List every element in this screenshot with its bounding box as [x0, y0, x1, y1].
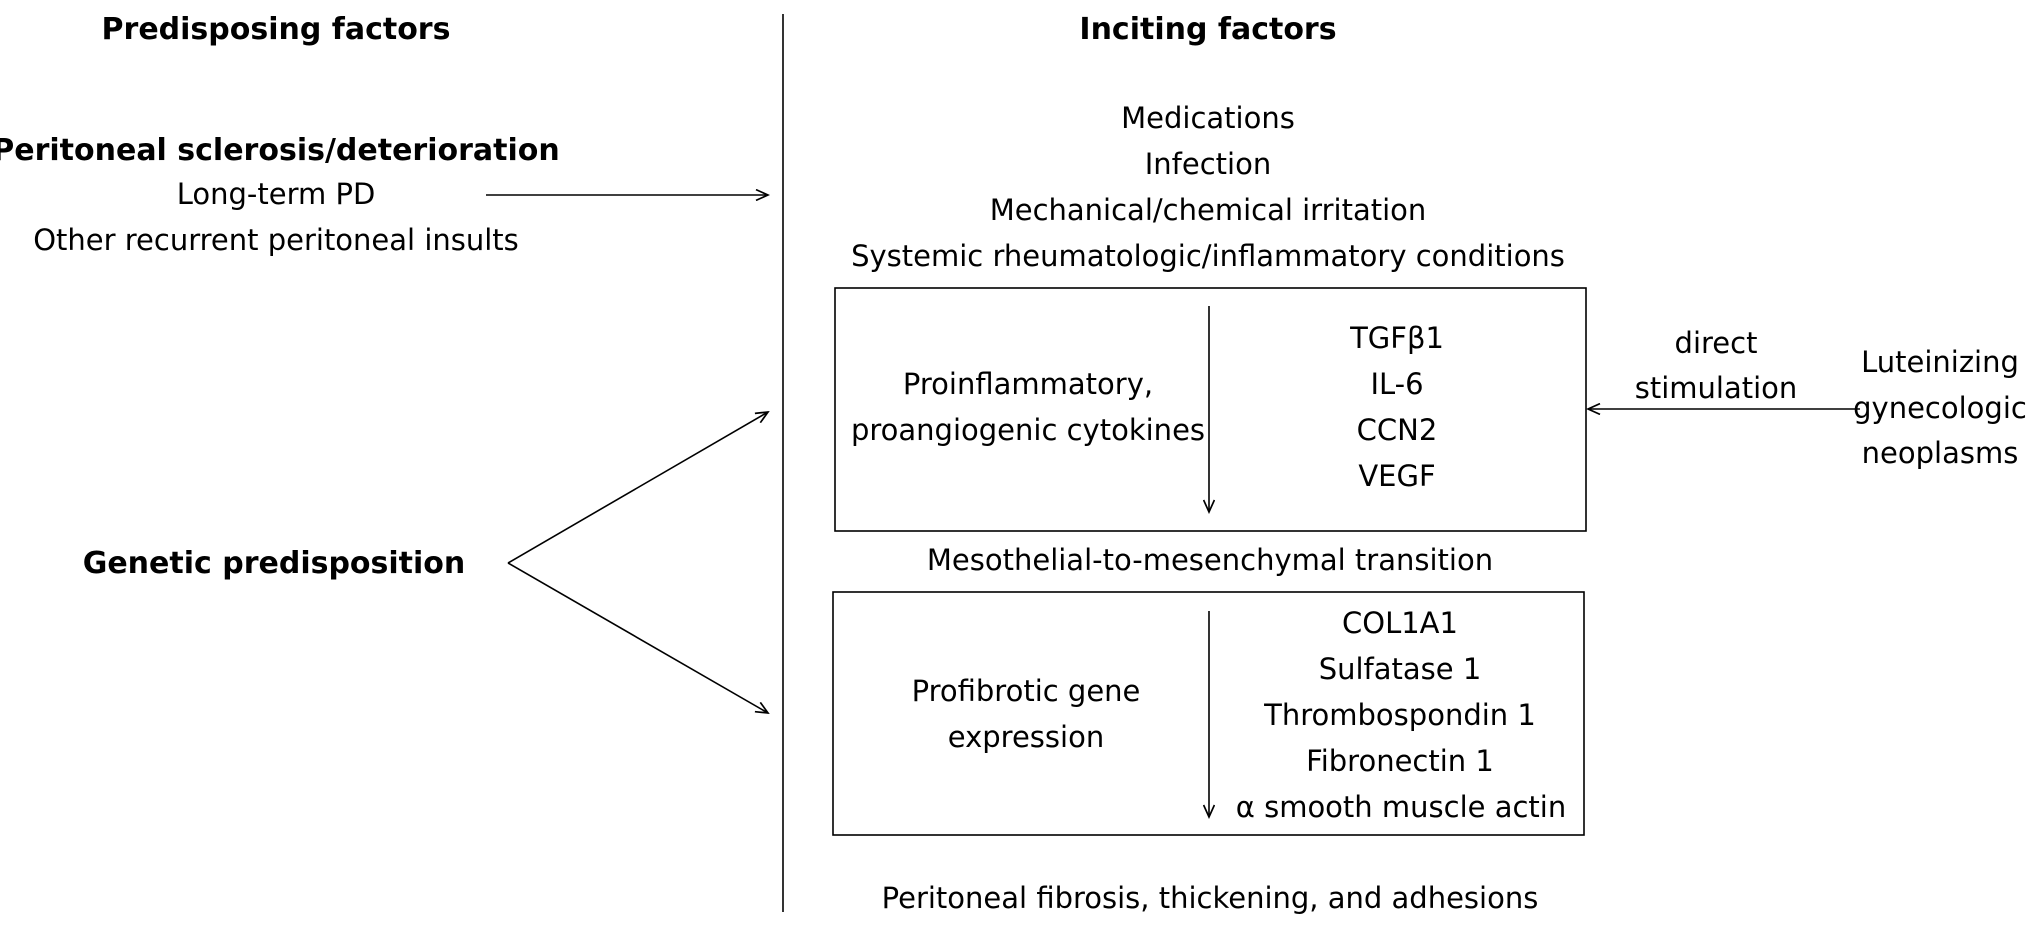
gene-item: Sulfatase 1 — [1319, 652, 1482, 686]
cytokine-item: VEGF — [1358, 459, 1435, 493]
luteinizing-label: gynecologic — [1853, 391, 2027, 425]
gene-item: COL1A1 — [1342, 606, 1458, 640]
emt-label: Mesothelial-to-mesenchymal transition — [927, 543, 1493, 577]
sclerosis-item: Long-term PD — [177, 177, 376, 211]
inciting-item: Medications — [1121, 101, 1295, 135]
cytokine-item: IL-6 — [1370, 367, 1423, 401]
gene-expression-label: expression — [948, 720, 1104, 754]
luteinizing-label: neoplasms — [1862, 436, 2019, 470]
gene-expression-box — [832, 591, 1585, 836]
gene-item: Fibronectin 1 — [1306, 744, 1494, 778]
direct-stimulation-label: stimulation — [1635, 371, 1798, 405]
gene-item: Thrombospondin 1 — [1263, 698, 1536, 732]
outcome-label: Peritoneal fibrosis, thickening, and adh… — [882, 881, 1539, 915]
cytokine-item: CCN2 — [1357, 413, 1438, 447]
sclerosis-title: Peritoneal sclerosis/deterioration — [0, 133, 560, 168]
cytokines-label: Proinflammatory, — [903, 367, 1153, 401]
cytokines-box — [834, 287, 1587, 532]
cytokines-label: proangiogenic cytokines — [851, 413, 1205, 447]
heading-predisposing: Predisposing factors — [102, 12, 451, 47]
gene-expression-label: Profibrotic gene — [912, 674, 1141, 708]
luteinizing-label: Luteinizing — [1861, 345, 2019, 379]
heading-inciting: Inciting factors — [1079, 12, 1336, 47]
sclerosis-item: Other recurrent peritoneal insults — [33, 223, 519, 257]
genetic-arrow-lower — [507, 562, 768, 713]
direct-stimulation-label: direct — [1675, 326, 1758, 360]
inciting-item: Systemic rheumatologic/inflammatory cond… — [851, 239, 1565, 273]
genetic-arrow-upper — [507, 412, 768, 564]
cytokine-item: TGFβ1 — [1349, 321, 1444, 355]
inciting-item: Infection — [1145, 147, 1271, 181]
inciting-item: Mechanical/chemical irritation — [990, 193, 1427, 227]
gene-item: α smooth muscle actin — [1236, 790, 1566, 824]
genetic-predisposition: Genetic predisposition — [83, 546, 466, 581]
